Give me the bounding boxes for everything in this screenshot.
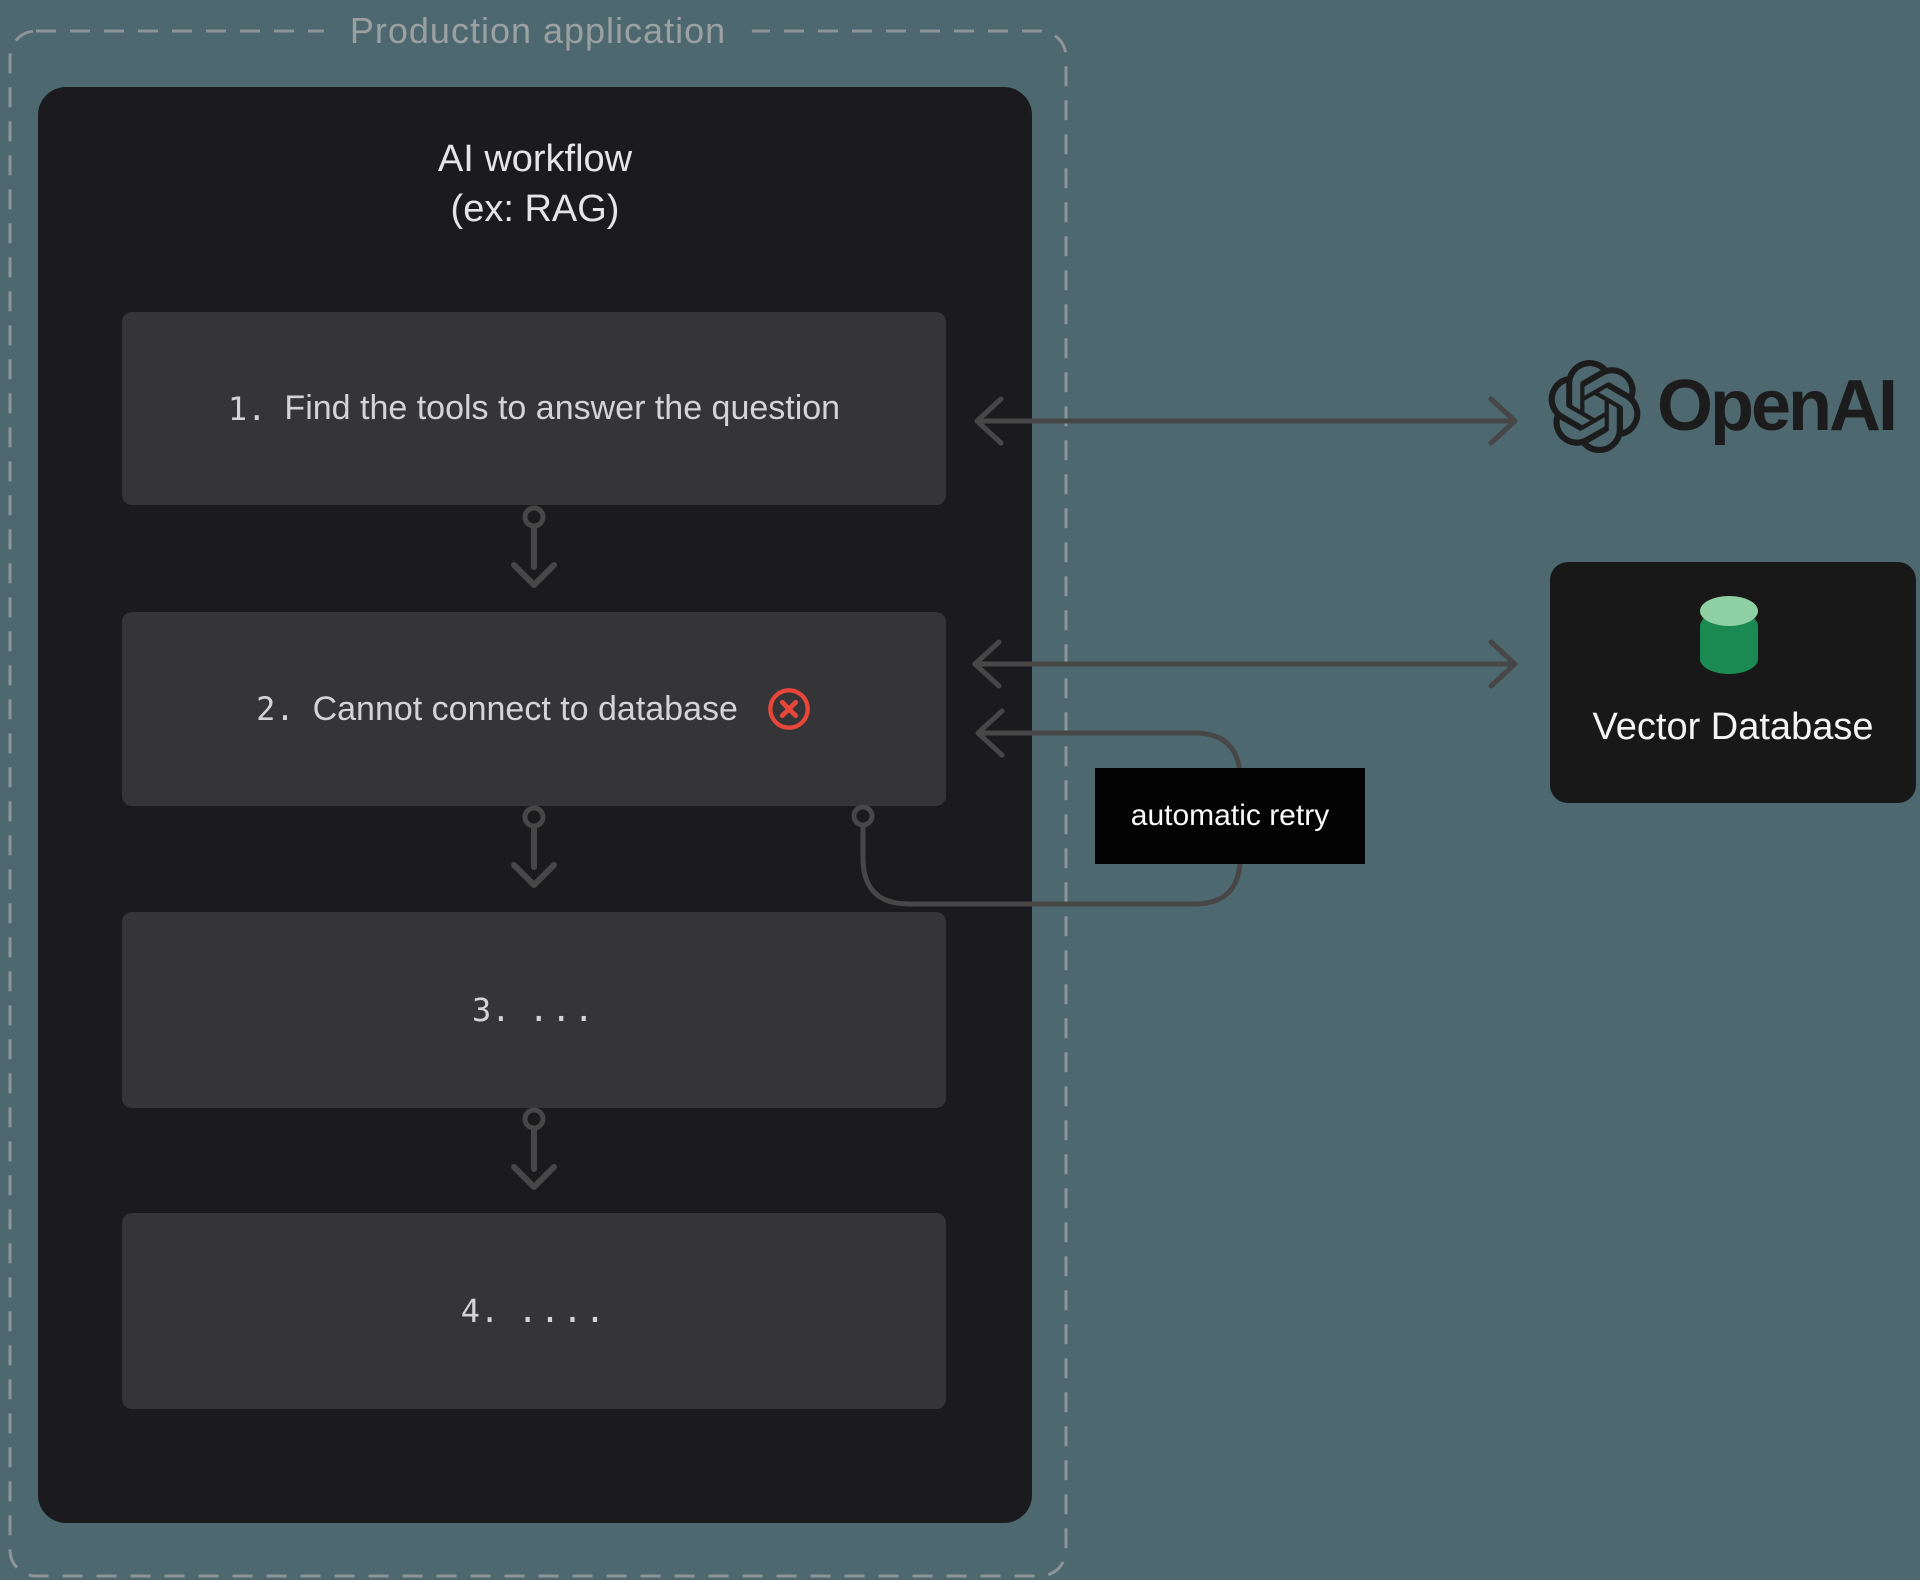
production-application-label: Production application xyxy=(323,10,753,52)
step-2-text: Cannot connect to database xyxy=(312,689,738,728)
step-2-box: 2. Cannot connect to database xyxy=(122,612,946,806)
step-3-box: 3. ... xyxy=(122,912,946,1108)
step-4-box: 4. .... xyxy=(122,1213,946,1409)
automatic-retry-label: automatic retry xyxy=(1095,768,1365,864)
step-1-number: 1. xyxy=(227,389,267,428)
vector-database-box: Vector Database xyxy=(1550,562,1916,803)
step-1-box: 1. Find the tools to answer the question xyxy=(122,312,946,505)
openai-wordmark: OpenAI xyxy=(1657,366,1898,446)
openai-logo: OpenAI xyxy=(1548,358,1898,454)
panel-title-line1: AI workflow xyxy=(437,138,633,180)
panel-title: AI workflow (ex: RAG) xyxy=(38,134,1032,234)
step-4-number: 4. xyxy=(460,1292,500,1330)
step-4-text: .... xyxy=(517,1291,608,1331)
step-1-text: Find the tools to answer the question xyxy=(284,389,841,427)
step-2-number: 2. xyxy=(256,690,295,728)
vector-database-label: Vector Database xyxy=(1592,706,1874,748)
openai-flower-icon xyxy=(1548,359,1641,453)
error-cross-icon xyxy=(768,688,810,730)
step-3-text: ... xyxy=(528,990,596,1030)
step-3-number: 3. xyxy=(472,991,511,1029)
cylinder-top xyxy=(1700,596,1758,626)
database-cylinder-icon xyxy=(1700,596,1758,674)
panel-title-line2: (ex: RAG) xyxy=(450,188,620,230)
